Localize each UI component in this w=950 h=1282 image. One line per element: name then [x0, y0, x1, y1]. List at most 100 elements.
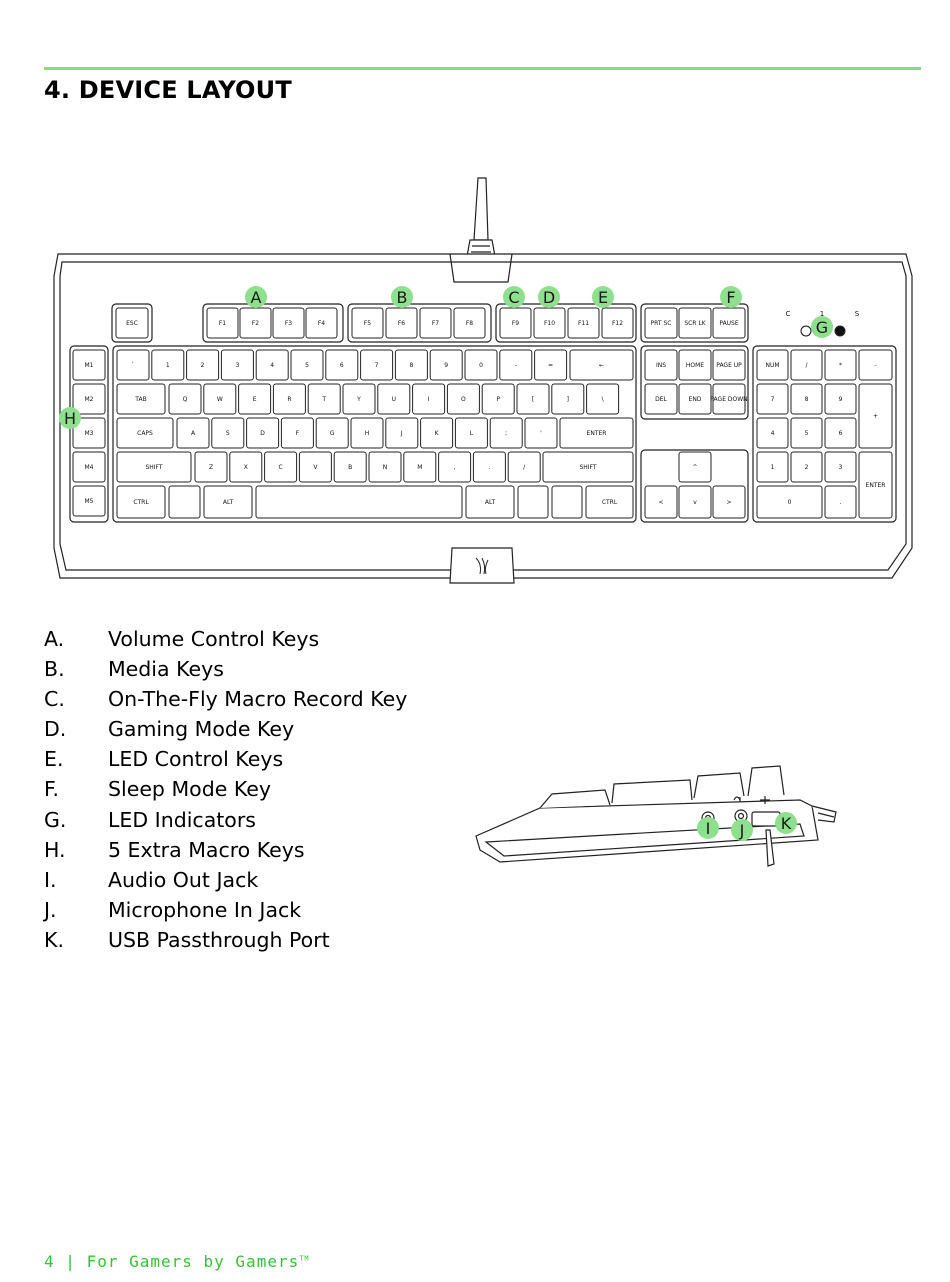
key-label: ← — [599, 362, 604, 369]
key-label: ' — [540, 430, 542, 437]
function-key — [499, 307, 532, 339]
key-label: ] — [567, 396, 569, 403]
key-label: C — [278, 464, 282, 471]
macro-key — [72, 485, 106, 517]
letter-key — [516, 383, 550, 415]
fn-key — [517, 485, 549, 519]
key-label: F — [296, 430, 300, 437]
esc-key — [115, 307, 149, 339]
nav-key — [678, 307, 712, 339]
key-label: 5 — [305, 362, 309, 369]
nav-key — [644, 307, 678, 339]
key-label: N — [383, 464, 388, 471]
letter-key — [385, 417, 419, 449]
key-label: 9 — [444, 362, 448, 369]
key-label: HOME — [686, 362, 704, 369]
arrow-right-key — [712, 485, 746, 519]
footer: 4 | For Gamers by GamersTM — [44, 1252, 310, 1271]
legend-letter: F. — [44, 777, 60, 802]
arrow-left-key — [644, 485, 678, 519]
key-label: . — [840, 499, 842, 506]
key-label: F2 — [252, 320, 259, 327]
key-label: ; — [505, 430, 507, 437]
callout-b-badge — [391, 286, 413, 308]
legend-label: LED Control Keys — [108, 747, 284, 772]
key-label: M2 — [85, 396, 94, 403]
led-indicator — [800, 325, 812, 337]
key-label: I — [428, 396, 430, 403]
letter-key — [272, 383, 306, 415]
letter-key — [481, 383, 515, 415]
key-label: M — [417, 464, 422, 471]
letter-key — [551, 383, 585, 415]
key-label: ALT — [223, 499, 234, 506]
macro-key — [72, 451, 106, 483]
function-key — [419, 307, 452, 339]
macro-key — [72, 349, 106, 381]
letter-key — [307, 383, 341, 415]
function-key — [453, 307, 486, 339]
number-key — [255, 349, 289, 381]
letter-key — [350, 417, 384, 449]
legend-label: Microphone In Jack — [108, 897, 302, 922]
legend-item: G.LED Indicators — [44, 805, 407, 835]
number-key — [325, 349, 359, 381]
key-label: E — [253, 396, 257, 403]
function-key — [533, 307, 566, 339]
arrow-down-key — [678, 485, 712, 519]
key-label: ENTER — [866, 482, 886, 489]
footer-separator: | — [65, 1252, 76, 1271]
key-label: F7 — [432, 320, 439, 327]
callout-d-badge — [538, 286, 560, 308]
key-label: SHIFT — [145, 464, 162, 471]
callout-h-label: H — [64, 409, 76, 428]
key-label: ALT — [485, 499, 496, 506]
key-label: 7 — [375, 362, 379, 369]
key-label: / — [805, 362, 808, 369]
key-label: Z — [209, 464, 213, 471]
legend-letter: E. — [44, 747, 64, 772]
number-key — [116, 349, 150, 381]
key-label: B — [348, 464, 352, 471]
callout-k-badge — [775, 812, 797, 834]
arrow-up-key — [678, 451, 712, 483]
key-label: D — [260, 430, 265, 437]
numpad-key — [824, 485, 857, 519]
number-key — [429, 349, 463, 381]
letter-key — [454, 417, 488, 449]
key-label: 0 — [788, 499, 792, 506]
led-label: S — [855, 310, 860, 318]
callout-k-label: K — [781, 814, 792, 833]
callout-j-badge — [731, 819, 753, 841]
legend-label: Gaming Mode Key — [108, 717, 295, 742]
key-label: , — [454, 464, 456, 471]
numpad-key — [756, 383, 789, 415]
function-key — [206, 307, 239, 339]
alt-key — [465, 485, 515, 519]
key-label: M5 — [85, 498, 94, 505]
legend-label: USB Passthrough Port — [108, 927, 330, 952]
numpad-key — [858, 349, 893, 381]
key-label: F8 — [466, 320, 473, 327]
key-label: - — [515, 362, 517, 369]
key-label: 2 — [201, 362, 205, 369]
letter-key — [280, 417, 314, 449]
number-key — [186, 349, 220, 381]
numpad-key — [756, 451, 789, 483]
key-label: F4 — [318, 320, 325, 327]
key-label: - — [874, 362, 876, 369]
key-label: + — [873, 413, 878, 420]
callout-i-badge — [697, 817, 719, 839]
numpad-key — [824, 451, 857, 483]
key-label: END — [689, 396, 702, 403]
letter-key — [507, 451, 541, 483]
legend-letter: K. — [44, 927, 64, 952]
numpad-plus-key — [858, 383, 893, 449]
key-label: K — [435, 430, 440, 437]
letter-key — [403, 451, 437, 483]
letter-key — [472, 451, 506, 483]
nav-key — [678, 349, 712, 381]
legend-item: F.Sleep Mode Key — [44, 774, 407, 804]
callout-i-label: I — [706, 819, 711, 838]
key-label: Q — [183, 396, 188, 403]
